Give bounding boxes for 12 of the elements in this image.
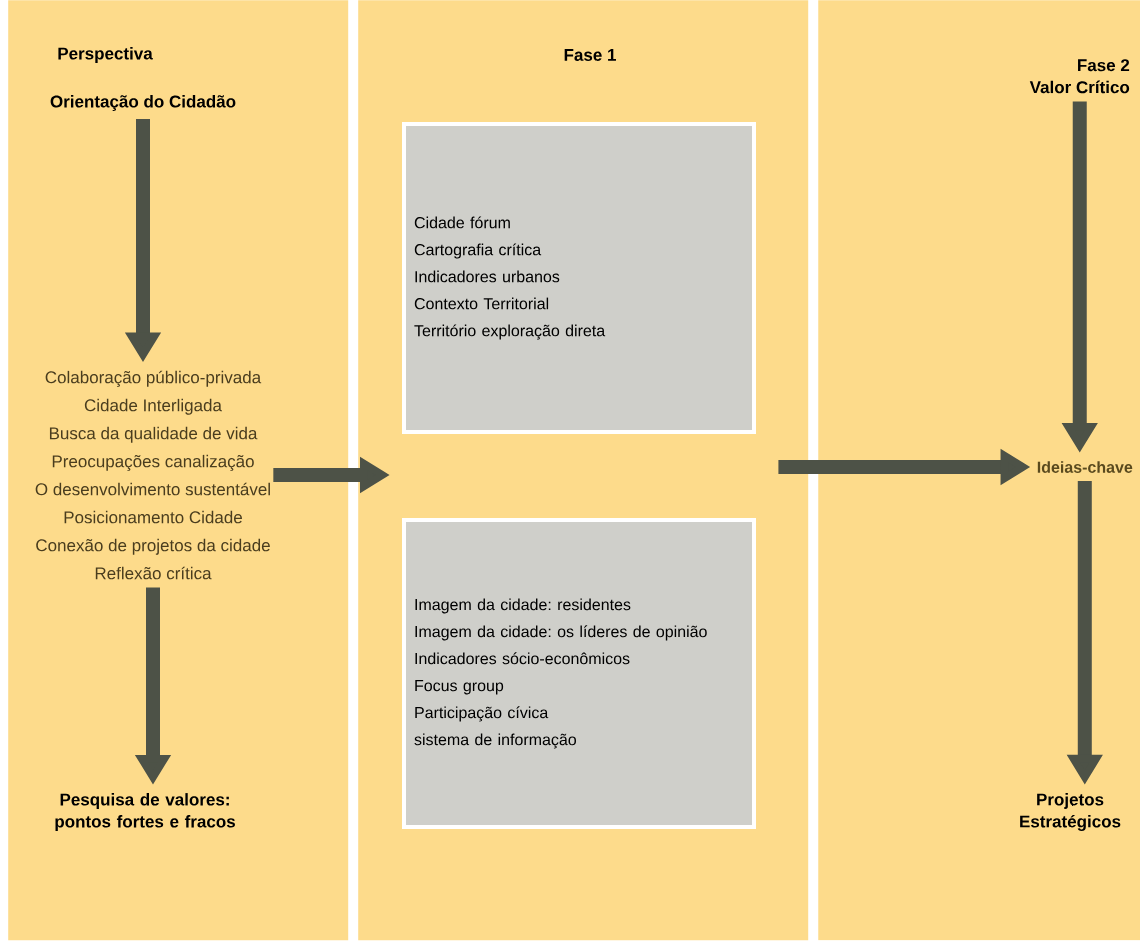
item-list: Colaboração público-privada Cidade Interligada Busca da qualidade de vida Preocupações canalização O desenvolvimento sustentável Posicionamento Cidade Conexão de projetos da cidade Reflexão crítica [35, 370, 270, 580]
heading: Fase 2 Valor Crítico [1029, 59, 1130, 94]
column-band [818, 0, 1140, 941]
heading: Projetos Estratégicos [1020, 793, 1121, 831]
column-band [8, 0, 349, 941]
method-box: Imagem da cidade: residentes Imagem da cidade: os líderes de opinião Indicadores sócio-econômicos Focus group Participação cívica sistema de informação [402, 518, 756, 829]
heading: Perspectiva [58, 47, 153, 63]
method-box: Cidade fórum Cartografia crítica Indicadores urbanos Contexto Territorial Território exploração direta [402, 122, 756, 434]
key-text: Ideias-chave [1037, 461, 1133, 473]
heading: Pesquisa de valores: pontos fortes e fracos [55, 793, 235, 831]
heading: Orientação do Cidadão [50, 95, 236, 111]
heading: Fase 1 [564, 49, 616, 61]
